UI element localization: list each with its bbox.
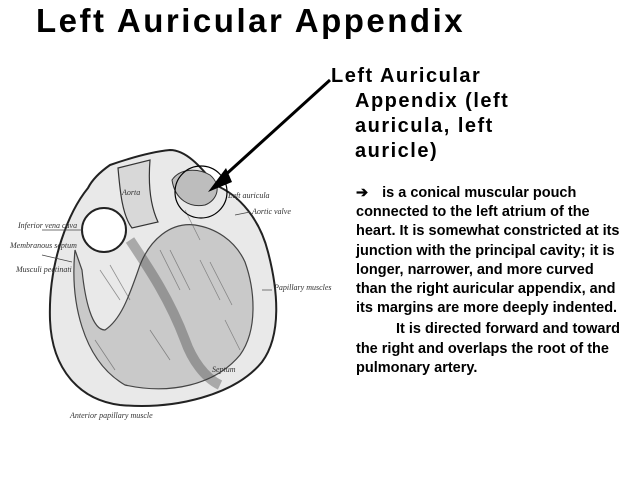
label-papillary-muscles: Papillary muscles [273,283,332,292]
slide-title: Left Auricular Appendix [36,2,466,39]
paragraph-1: is a conical muscular pouch connected to… [356,185,620,317]
label-septum: Septum [212,365,236,374]
subheading-line: auricula, left [355,115,494,137]
label-anterior-papillary-muscle: Anterior papillary muscle [69,411,153,420]
right-arrow-icon: ➔ [356,185,369,201]
label-membranous-septum: Membranous septum [9,241,77,250]
label-aorta: Aorta [121,188,140,197]
pointer-arrowhead [208,168,232,192]
highlight-circle [174,165,228,219]
label-aortic-valve: Aortic valve [251,207,291,216]
paragraph-1-wrapper: ➔is a conical muscular pouch connected t… [356,184,628,318]
left-auricula-tissue [171,169,218,207]
label-musculi-pectinati: Musculi pectinati [15,265,72,274]
aorta-vessel [117,159,159,229]
subheading-line: Appendix (left [355,90,510,112]
subheading-line: Left Auricular [331,65,482,87]
label-left-auricula: Left auricula [227,191,270,200]
label-inferior-vena-cava: Inferior vena cava [17,221,77,230]
pointer-arrow [220,78,332,180]
septum-wall [125,237,223,390]
paragraph-2: It is directed forward and toward the ri… [356,321,620,376]
subheading: Left Auricular Appendix (left auricula, … [331,64,631,164]
inferior-vena-cava-opening [81,207,127,253]
ventricle-cavity [73,224,254,390]
description: ➔is a conical muscular pouch connected t… [356,184,628,378]
subheading-line: auricle) [355,140,439,162]
muscle-texture [94,209,241,371]
